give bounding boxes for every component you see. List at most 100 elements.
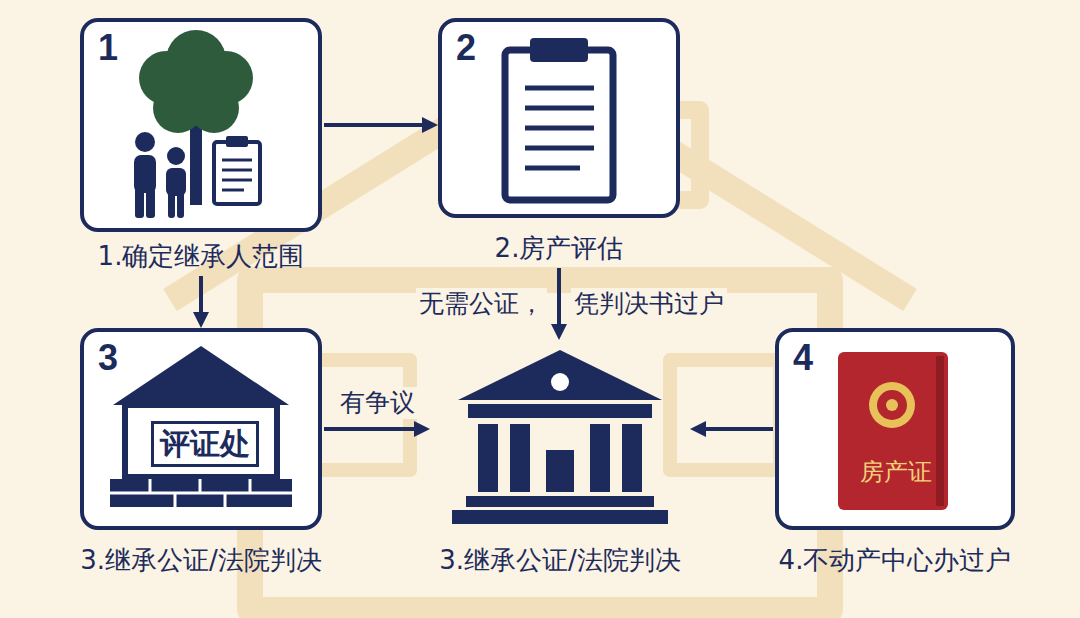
flow-arrow xyxy=(690,421,773,437)
clipboard-icon xyxy=(505,38,613,200)
flow-arrow xyxy=(324,421,430,437)
caption-row: 4.不动产中心办过户 xyxy=(775,542,1015,578)
arrow-head xyxy=(551,324,567,340)
step-box: 4 房产证 xyxy=(775,328,1015,530)
arrow-head xyxy=(193,312,209,328)
arrow-line xyxy=(324,123,424,127)
step-node: 3.继承公证/法院判决 xyxy=(430,340,690,578)
icon-part xyxy=(135,188,144,218)
step-box: 1 xyxy=(80,18,322,232)
step-caption: 3.继承公证/法院判决 xyxy=(439,542,681,578)
step-node: 2 2.房产评估 xyxy=(438,18,680,266)
icon-part xyxy=(113,346,289,405)
property-certificate-icon xyxy=(838,352,948,510)
step-node: 3 评证处 3.继承公证/法院判决 xyxy=(80,328,322,578)
icon-part xyxy=(222,169,252,172)
icon-part xyxy=(525,166,580,171)
icon-part xyxy=(80,328,322,530)
icon-part xyxy=(222,189,244,192)
icon-part xyxy=(622,424,642,492)
icon-area xyxy=(430,340,690,530)
icon-part xyxy=(478,424,498,492)
step-caption: 1.确定继承人范围 xyxy=(98,238,305,274)
icon-part xyxy=(168,192,175,218)
step-number: 3 xyxy=(98,336,118,380)
icon-part xyxy=(250,280,830,610)
icon-part xyxy=(149,479,152,493)
certificate-title: 房产证 xyxy=(860,457,932,487)
notary-building-icon xyxy=(110,346,292,507)
step-box: 3 评证处 xyxy=(80,328,322,530)
icon-part xyxy=(869,382,915,428)
icon-part xyxy=(166,168,186,196)
icon-part xyxy=(222,159,252,162)
flow-arrow xyxy=(324,117,438,133)
icon-part xyxy=(590,424,610,492)
arrow-line xyxy=(324,427,416,431)
edge-label: 有争议 xyxy=(337,387,418,419)
step-number: 4 xyxy=(793,336,813,380)
icon-part xyxy=(222,160,252,190)
step-caption: 4.不动产中心办过户 xyxy=(779,542,1012,578)
icon-part xyxy=(525,88,594,168)
step-node: 4 房产证 4.不动产中心办过户 xyxy=(775,328,1015,578)
icon-part xyxy=(775,328,1015,530)
icon-part xyxy=(466,496,654,507)
caption-row: 2.房产评估 xyxy=(438,230,680,266)
arrow-line xyxy=(557,268,561,326)
family-tree-icon xyxy=(134,30,260,218)
note-label: 无需公证， xyxy=(416,288,547,320)
icon-part xyxy=(168,64,224,120)
icon-part xyxy=(139,30,253,133)
courthouse-icon xyxy=(452,350,668,524)
caption-row: 3.继承公证/法院判决 xyxy=(430,542,690,578)
icon-part xyxy=(525,126,594,131)
caption-row: 3.继承公证/法院判决 xyxy=(80,542,322,578)
icon-part xyxy=(174,493,177,507)
step-node: 1 1.确定继承人范围 xyxy=(80,18,322,274)
arrow-head xyxy=(422,117,438,133)
icon-part xyxy=(468,404,652,418)
step-number: 2 xyxy=(456,26,476,70)
icon-part xyxy=(110,479,292,507)
arrow-head xyxy=(414,421,430,437)
icon-part xyxy=(525,86,594,91)
icon-part xyxy=(226,136,248,147)
icon-part xyxy=(530,38,588,62)
icon-part xyxy=(134,132,186,218)
icon-part xyxy=(135,132,155,152)
icon-part xyxy=(546,450,574,492)
icon-part xyxy=(249,479,252,493)
icon-part xyxy=(886,399,898,411)
icon-part xyxy=(670,360,780,470)
icon-part xyxy=(551,373,569,391)
icon-part xyxy=(222,179,252,182)
step-number: 1 xyxy=(98,26,118,70)
icon-part xyxy=(458,350,662,400)
caption-row: 1.确定继承人范围 xyxy=(80,238,322,274)
icon-part xyxy=(125,405,277,477)
building-sign: 评证处 xyxy=(151,421,259,467)
icon-part xyxy=(134,155,156,193)
icon-part xyxy=(224,493,227,507)
step-caption: 2.房产评估 xyxy=(495,230,624,266)
icon-part xyxy=(146,188,155,218)
icon-part xyxy=(525,146,594,151)
icon-part xyxy=(167,147,185,165)
icon-part xyxy=(877,390,907,420)
arrow-line xyxy=(704,427,773,431)
icon-part xyxy=(199,479,202,493)
icon-part xyxy=(838,352,948,510)
note-label: 凭判决书过户 xyxy=(571,288,727,320)
icon-part xyxy=(80,18,322,232)
box-fill xyxy=(80,18,1015,530)
icon-part xyxy=(510,424,530,492)
icon-part xyxy=(452,510,668,524)
icon-part xyxy=(936,356,944,506)
icon-part xyxy=(525,106,594,111)
step-box: 2 xyxy=(438,18,680,218)
